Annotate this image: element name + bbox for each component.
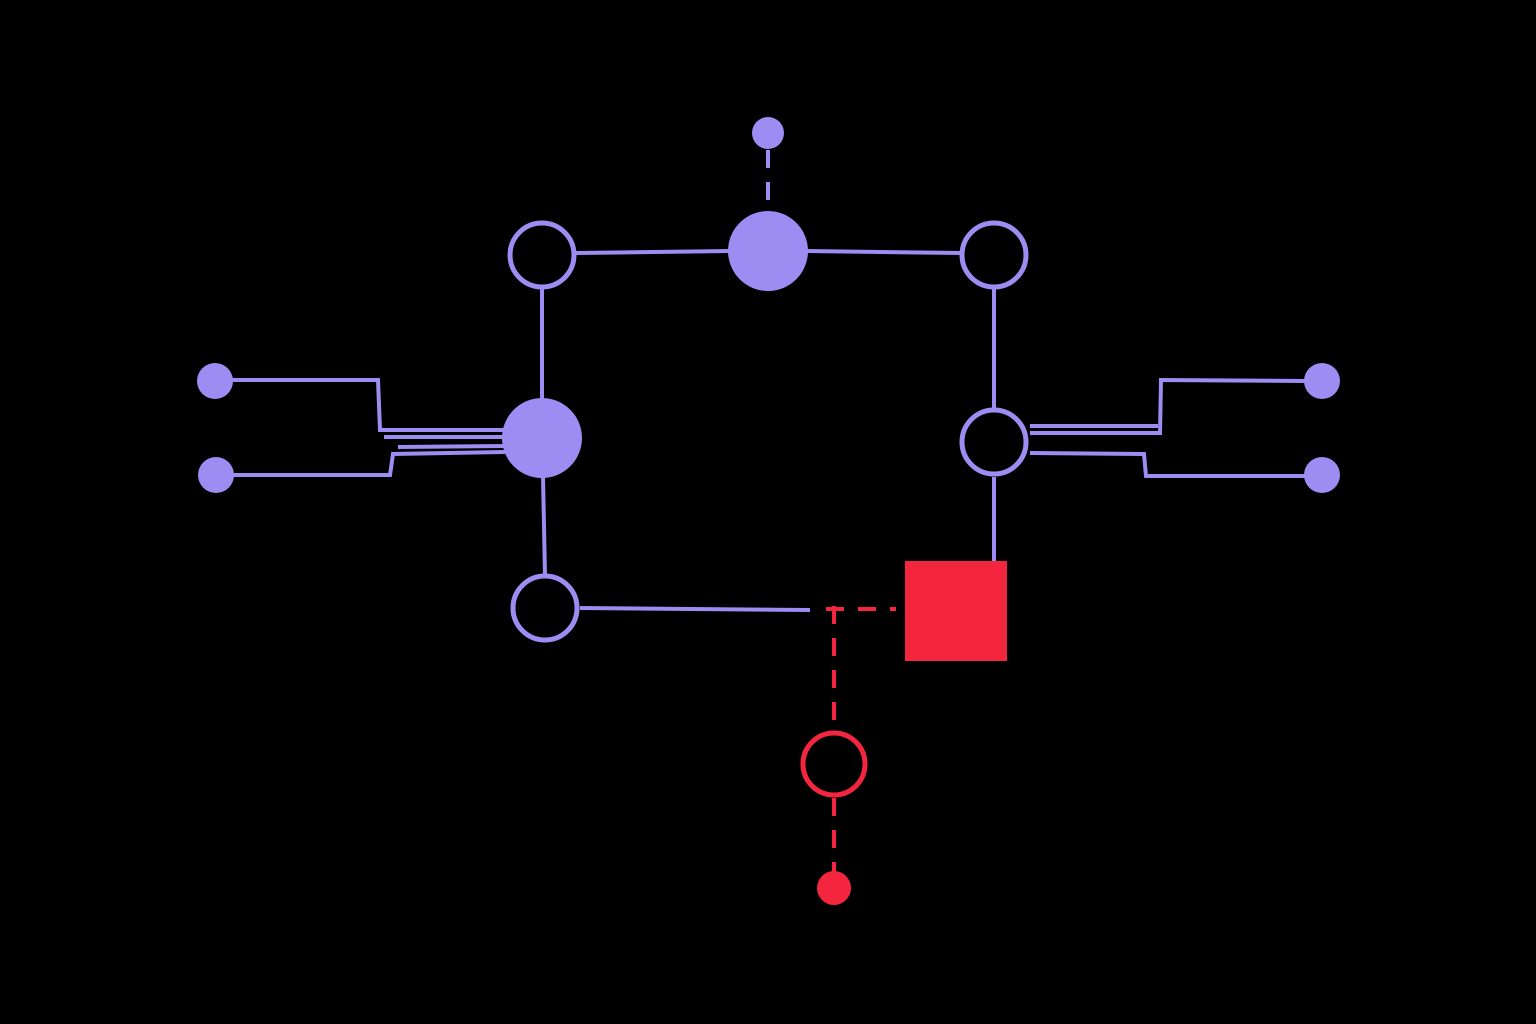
left-lower-vertical-wire	[541, 475, 547, 577]
bottom-horizontal-wire	[579, 606, 811, 612]
right-output-upper-wire	[1030, 377, 1307, 435]
primary-nodes	[197, 117, 1340, 643]
left-middle-junction-node	[502, 398, 582, 478]
right-output-lower-wire	[1029, 451, 1306, 478]
top-right-junction-node	[959, 220, 1029, 290]
fault-open-node	[800, 730, 868, 798]
top-left-bus-wire	[575, 249, 731, 255]
top-left-junction-node	[507, 220, 577, 290]
top-center-junction-node	[728, 211, 808, 291]
left-input-lower-wire	[232, 450, 506, 477]
left-input-lower-terminal	[198, 457, 234, 493]
fault-block-square	[905, 561, 1007, 661]
fault-terminal-dot	[817, 871, 851, 905]
bottom-left-junction-node	[510, 573, 580, 643]
right-middle-junction-node	[959, 407, 1029, 477]
right-output-upper-terminal	[1304, 363, 1340, 399]
primary-wires	[232, 150, 1307, 612]
left-input-upper-terminal	[197, 363, 233, 399]
alert-elements	[800, 561, 1007, 905]
top-terminal-dot	[752, 117, 784, 149]
top-right-bus-wire	[805, 249, 963, 255]
left-bus-inner-wire-2	[397, 444, 506, 449]
left-input-upper-wire	[232, 378, 505, 432]
right-output-lower-terminal	[1304, 457, 1340, 493]
